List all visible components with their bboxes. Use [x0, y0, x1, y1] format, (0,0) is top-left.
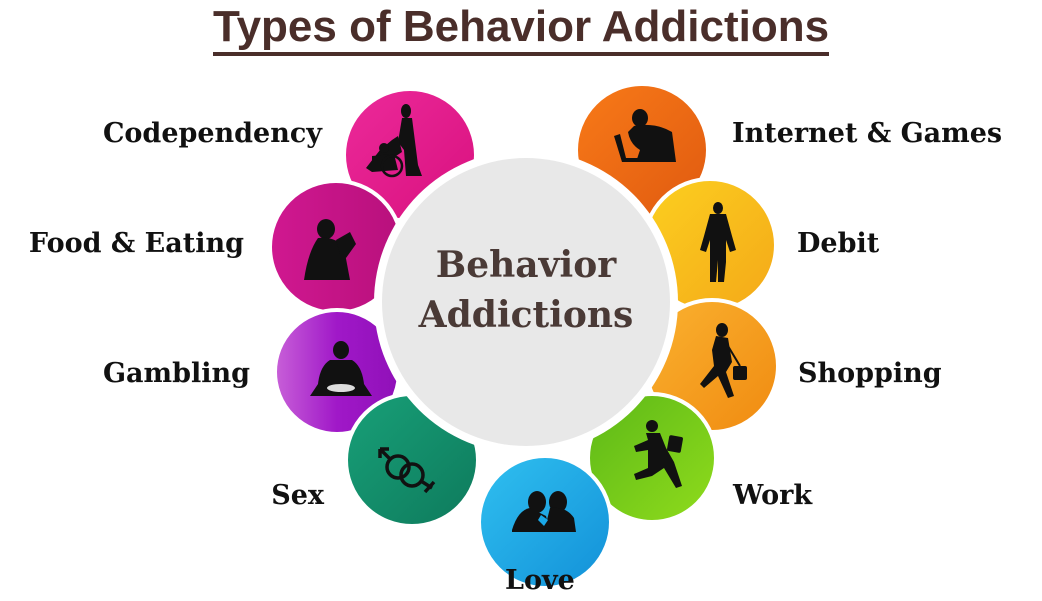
label-love: Love — [505, 565, 575, 596]
wheelchair-caregiver-icon — [366, 104, 422, 178]
label-internet-games: Internet & Games — [732, 118, 1003, 149]
person-eating-icon — [304, 219, 356, 280]
running-businessman-icon — [634, 420, 683, 488]
center-label-line2: Addictions — [418, 294, 634, 336]
center-circle — [382, 158, 670, 446]
label-food-eating: Food & Eating — [28, 228, 244, 259]
person-at-laptop-icon — [614, 109, 676, 162]
empty-pockets-man-icon — [700, 202, 736, 282]
label-work: Work — [733, 480, 813, 511]
person-gambling-icon — [310, 341, 372, 396]
woman-shopping-bag-icon — [700, 323, 747, 398]
center-label-line1: Behavior — [435, 244, 617, 286]
label-debit: Debit — [797, 228, 880, 259]
label-shopping: Shopping — [798, 358, 942, 389]
label-sex: Sex — [271, 480, 324, 511]
couple-kissing-icon — [512, 491, 576, 532]
title-text: Types of Behavior Addictions — [212, 3, 830, 56]
label-gambling: Gambling — [102, 358, 250, 389]
gender-symbols-icon — [378, 447, 436, 494]
page-title: Types of Behavior Addictions — [0, 2, 1042, 56]
label-codependency: Codependency — [102, 118, 322, 149]
center-label: Behavior Addictions — [372, 240, 680, 340]
